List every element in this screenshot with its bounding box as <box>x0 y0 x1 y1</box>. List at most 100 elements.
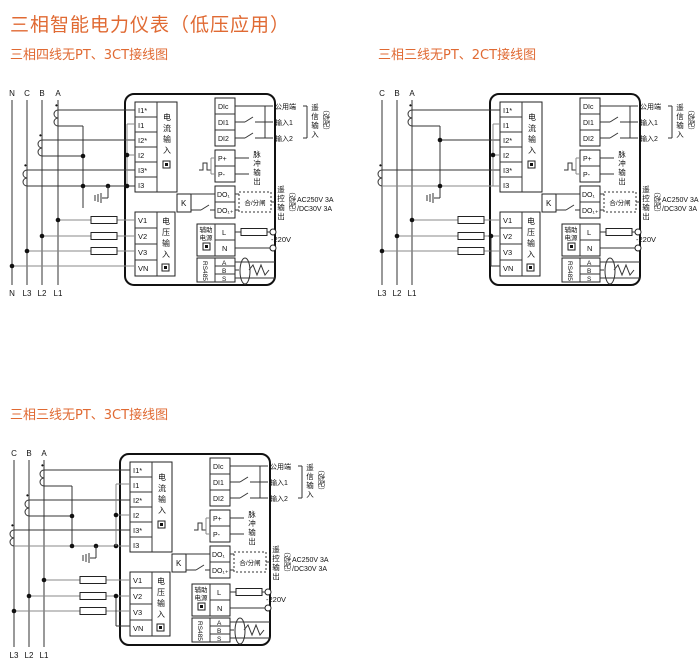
do-switch-label: 合/分闸 <box>244 198 265 207</box>
di-label: 输入1 <box>640 118 658 127</box>
current-input-label: 输 <box>158 494 166 504</box>
aux-power-label: 辅助 <box>200 225 214 234</box>
fuse-icon <box>79 576 107 584</box>
junction-dot <box>26 593 32 599</box>
ct-coil-icon <box>24 499 30 517</box>
pulse-output-label: 出 <box>618 176 626 186</box>
current-input-label: 输 <box>528 134 536 144</box>
pulse-output-label: 脉 <box>618 149 626 159</box>
do-group-label: 控 <box>642 193 650 203</box>
diagram-2-title: 三相三线无PT、2CT接线图 <box>378 48 537 63</box>
terminal-L: L <box>217 588 221 597</box>
square-mark-icon <box>205 245 208 248</box>
terminal-DI2: DI2 <box>213 496 224 503</box>
phase-label-top: C <box>379 89 385 98</box>
junction-dot <box>409 217 415 223</box>
terminal-V2: V2 <box>133 592 142 601</box>
terminal-I1: I1 <box>133 481 139 490</box>
switch-icon <box>239 476 249 483</box>
terminal-I3s: I3* <box>133 526 142 535</box>
ct-coil-icon <box>37 139 43 157</box>
terminal-DIc: DIc <box>213 464 224 471</box>
voltage-input-label: 电 <box>162 216 170 226</box>
pulse-output-label: 输 <box>618 167 626 177</box>
terminal-S: S <box>217 636 222 643</box>
terminal-VN: VN <box>133 624 143 633</box>
terminal-A: A <box>222 260 227 267</box>
terminal-I1: I1 <box>503 121 509 130</box>
terminal-DI1: DI1 <box>218 120 229 127</box>
phase-label-bottom: L3 <box>23 289 32 298</box>
do-switch-label: 合/分闸 <box>239 558 260 567</box>
phase-label-top: B <box>39 89 44 98</box>
square-mark-icon <box>530 163 533 166</box>
relay-k-label: K <box>181 199 187 208</box>
terminal-P+: P+ <box>583 156 592 163</box>
junction-dot <box>11 608 17 614</box>
di-label: 输入2 <box>270 494 288 503</box>
terminal-P+: P+ <box>218 156 227 163</box>
terminal-V2: V2 <box>138 232 147 241</box>
terminal-I1s: I1* <box>133 466 142 475</box>
phase-label-bottom: L1 <box>408 289 417 298</box>
terminal-DI1: DI1 <box>213 480 224 487</box>
terminal-I3: I3 <box>133 541 139 550</box>
di-group-label: 入 <box>311 130 319 139</box>
terminal-S: S <box>222 276 227 283</box>
terminal-P-: P- <box>213 532 221 539</box>
voltage-input-label: 入 <box>162 250 170 259</box>
do-group-label: 出 <box>642 211 650 221</box>
ct-coil-icon <box>53 109 59 127</box>
square-mark-icon <box>200 605 203 608</box>
terminal-DO: DO₁ <box>582 192 596 199</box>
di-group-label: 信 <box>311 111 319 121</box>
ct-coil-icon <box>22 169 28 187</box>
do-group-label: 遥 <box>642 184 650 194</box>
fuse-icon <box>90 247 118 255</box>
junction-dot <box>113 512 119 518</box>
terminal-N: N <box>217 604 222 613</box>
aux-power-label: 电源 <box>195 593 209 602</box>
switch-icon <box>609 132 619 139</box>
terminal-B: B <box>217 628 221 635</box>
do-group-label: 控 <box>272 553 280 563</box>
pulse-output-label: 冲 <box>253 158 261 168</box>
switch-icon <box>565 204 575 211</box>
rating-dc: /DC30V 3A <box>297 206 332 213</box>
junction-dot <box>55 217 61 223</box>
terminal-P-: P- <box>583 172 591 179</box>
terminal-circle-icon <box>634 244 642 252</box>
voltage-input-label: 电 <box>157 576 165 586</box>
fuse-icon <box>235 588 263 596</box>
pulse-output-label: 冲 <box>248 518 256 528</box>
do-group-label: 输 <box>272 562 280 572</box>
terminal-DO: DO₁₊ <box>212 568 229 575</box>
junction-dot <box>9 263 15 269</box>
fuse-icon <box>457 247 485 255</box>
di-label: 输入2 <box>275 134 293 143</box>
shield-icon <box>234 617 246 645</box>
polarity-dot: • <box>11 521 14 530</box>
phase-label-bottom: L2 <box>393 289 402 298</box>
terminal-DO: DO₁ <box>217 192 231 199</box>
pulse-output-label: 输 <box>248 527 256 537</box>
phase-label-bottom: L1 <box>40 651 49 660</box>
current-input-label: 流 <box>163 123 171 133</box>
do-group-label: 出 <box>277 211 285 221</box>
terminal-DI2: DI2 <box>218 136 229 143</box>
di-group-label: 遥 <box>676 102 684 112</box>
phase-label-top: A <box>55 89 61 98</box>
di-label: 公用端 <box>640 102 661 111</box>
current-input-label: 电 <box>163 112 171 122</box>
terminal-V1: V1 <box>133 576 142 585</box>
junction-dot <box>490 152 496 158</box>
rating-ac: AC250V 3A <box>297 197 334 204</box>
junction-dot <box>437 183 443 189</box>
switch-icon <box>244 116 254 123</box>
phase-label-top: A <box>409 89 415 98</box>
di-group-label: 输 <box>306 480 314 490</box>
fuse-icon <box>90 216 118 224</box>
junction-dot <box>105 183 111 189</box>
do-optional-label: （选配） <box>288 188 297 216</box>
terminal-A: A <box>217 620 222 627</box>
